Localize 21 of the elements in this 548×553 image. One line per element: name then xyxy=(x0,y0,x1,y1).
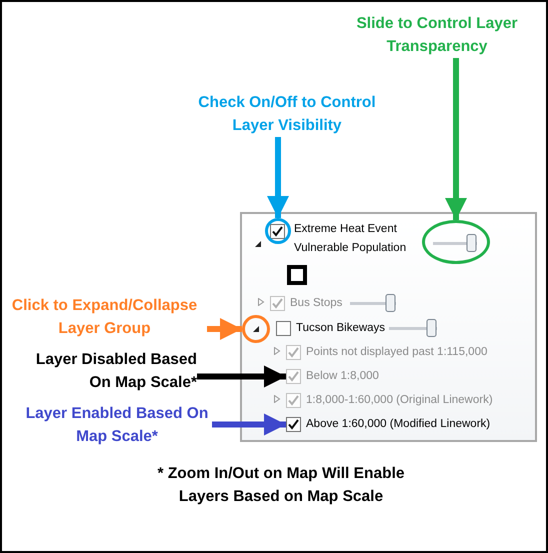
arrow xyxy=(445,58,467,220)
layer-name: Below 1:8,000 xyxy=(306,369,379,384)
layer-name: 1:8,000-1:60,000 (Original Linework) xyxy=(306,393,493,408)
callout-text: Layer Enabled Based On Map Scale* xyxy=(22,402,212,448)
callout-text: Slide to Control Layer Transparency xyxy=(342,12,532,58)
layer-name: Extreme Heat Event Vulnerable Population xyxy=(294,222,408,256)
layer-name: Bus Stops xyxy=(290,296,342,311)
layer-name: Above 1:60,000 (Modified Linework) xyxy=(306,417,490,432)
layer-name: Tucson Bikeways xyxy=(296,321,386,336)
arrow xyxy=(207,318,242,340)
callout-text: Layer Disabled Based On Map Scale* xyxy=(22,348,197,394)
legend-swatch xyxy=(287,265,307,285)
arrow xyxy=(267,137,289,218)
arrow xyxy=(212,414,286,436)
callout-text: Check On/Off to Control Layer Visibility xyxy=(182,91,392,137)
callout-text: Click to Expand/Collapse Layer Group xyxy=(2,294,207,340)
highlight-ring xyxy=(242,315,270,343)
layer-name: Points not displayed past 1:115,000 xyxy=(306,345,488,360)
layer-panel xyxy=(240,212,537,442)
footnote: * Zoom In/Out on Map Will Enable Layers Based on Map Scale xyxy=(156,464,406,507)
arrow xyxy=(197,366,286,388)
